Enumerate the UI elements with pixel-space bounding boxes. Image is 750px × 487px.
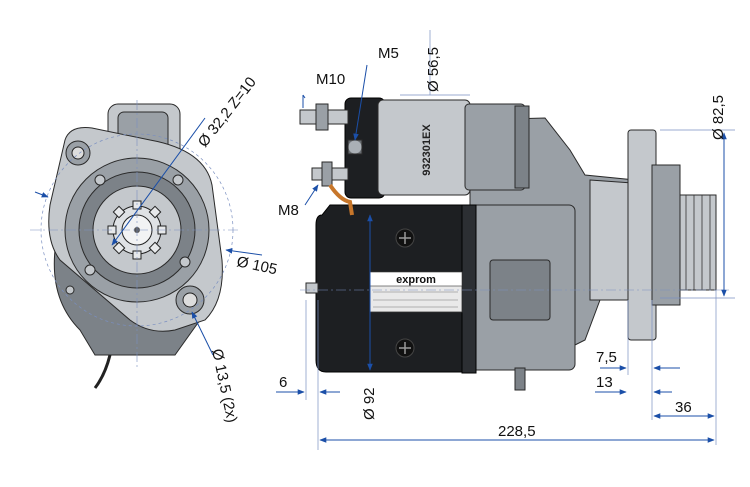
front-view-dimensions [34, 117, 263, 356]
label-7-5: 7,5 [596, 349, 617, 366]
terminal-m8 [311, 161, 349, 187]
solenoid: 932301EX [344, 97, 530, 199]
label-36: 36 [675, 399, 692, 416]
bolt-circle-leader [225, 248, 263, 256]
label-m5: M5 [378, 45, 399, 62]
label-pinion: Ø 32,2 Z=10 [195, 74, 260, 151]
part-number-text: 932301EX [421, 124, 433, 176]
label-13: 13 [596, 374, 613, 391]
side-view-dimensions [276, 30, 735, 450]
label-flange-dia: Ø 82,5 [710, 95, 727, 140]
label-motor-dia: Ø 92 [361, 387, 378, 420]
brand-text: exprom [396, 274, 436, 286]
label-solenoid-dia: Ø 56,5 [425, 47, 442, 92]
label-m10: M10 [316, 71, 345, 88]
pinion-stub [679, 194, 717, 291]
label-m8: M8 [278, 202, 299, 219]
label-length: 228,5 [498, 423, 536, 440]
label-bolt-circle: Ø 105 [235, 253, 279, 278]
hole-leader [191, 311, 214, 356]
side-view: exprom 932301EX [299, 97, 730, 391]
terminal-m5 [347, 139, 363, 155]
brand-label: exprom [369, 271, 463, 313]
pinion-dimension-line [111, 117, 206, 246]
label-6: 6 [279, 374, 287, 391]
label-hole: Ø 13,5 (2x) [208, 347, 240, 424]
terminal-m10 [299, 103, 349, 131]
bolt-circle-line [40, 133, 234, 327]
